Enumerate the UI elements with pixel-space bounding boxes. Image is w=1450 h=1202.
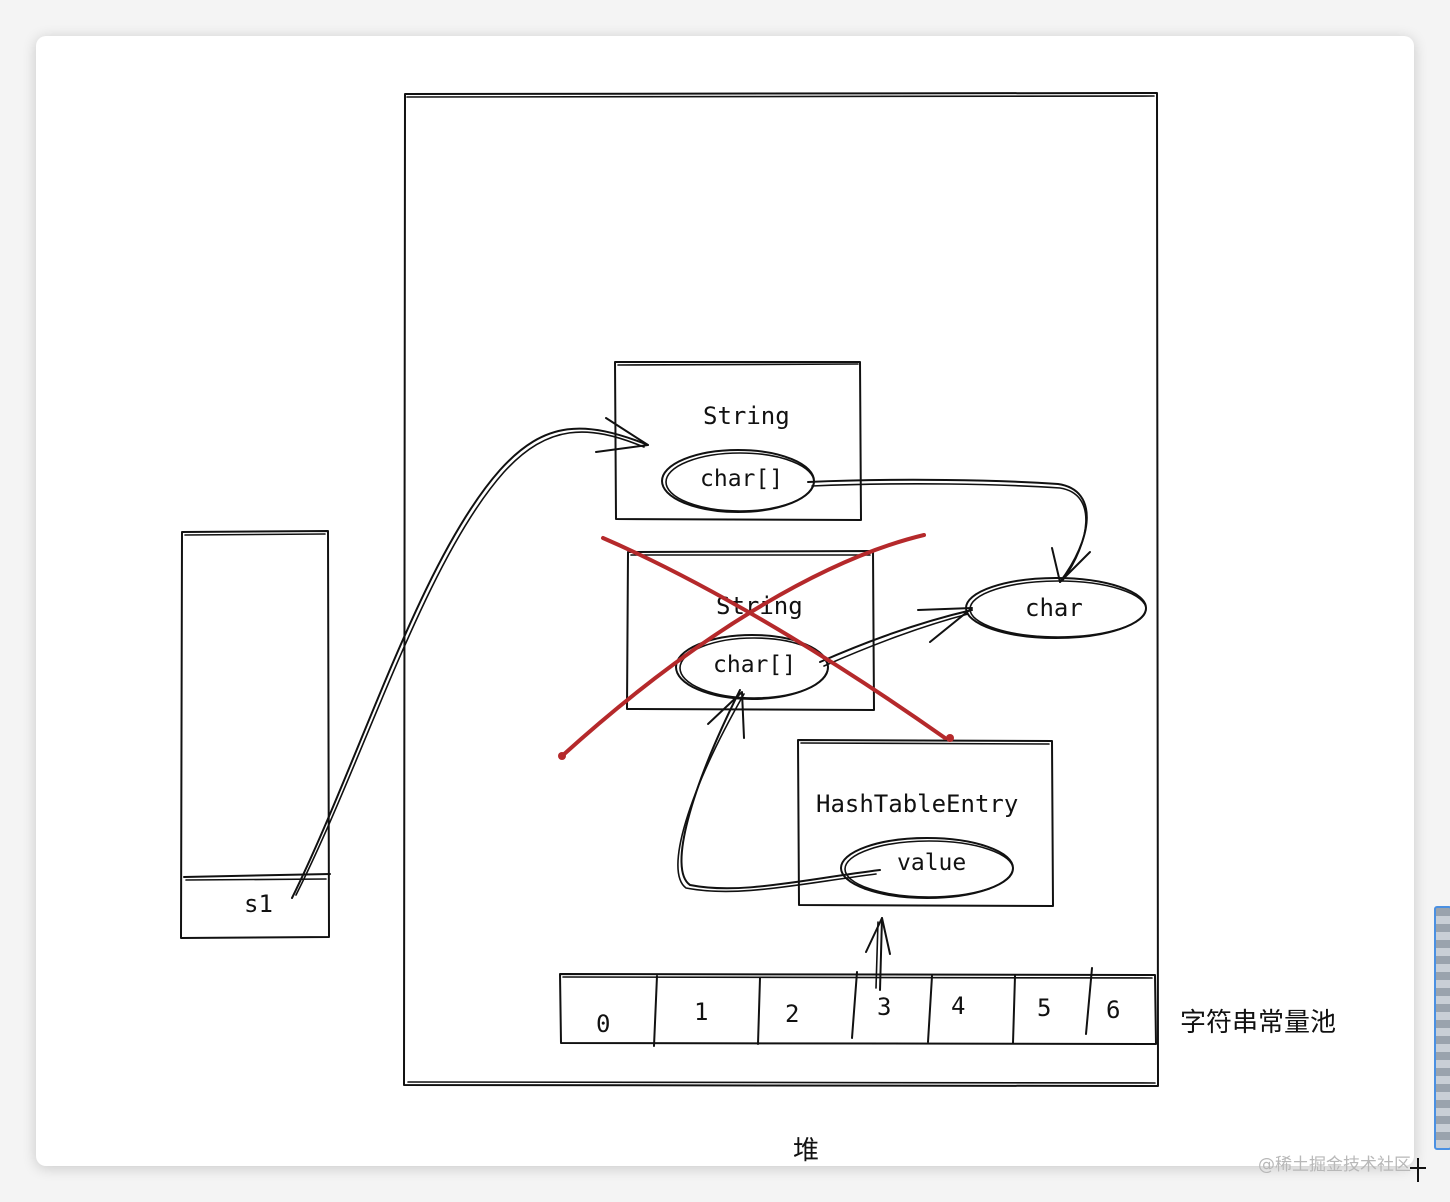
pool-index-4: 4 — [951, 992, 965, 1020]
pool-index-6: 6 — [1106, 996, 1120, 1024]
side-thumbnail-scroller[interactable] — [1434, 906, 1450, 1150]
pool-index-5: 5 — [1037, 994, 1051, 1022]
heap-label: 堆 — [793, 1136, 819, 1166]
watermark: @稀土掘金技术社区 — [1258, 1155, 1411, 1175]
arrow-s1-to-string — [291, 417, 649, 899]
char-node-label: char — [1025, 594, 1083, 622]
arrow-chararray1-to-char — [807, 478, 1091, 583]
pool-index-2: 2 — [785, 1000, 799, 1028]
pool-index-3: 3 — [877, 993, 891, 1021]
string-1-field: char[] — [700, 466, 783, 492]
arrow-pool-to-entry — [865, 917, 891, 991]
pool-index-0: 0 — [596, 1010, 610, 1038]
string-pool-label: 字符串常量池 — [1180, 1008, 1336, 1038]
crosshair-cursor-icon — [1410, 1158, 1426, 1182]
pool-index-1: 1 — [694, 998, 708, 1026]
hash-entry-field: value — [897, 850, 966, 876]
string-pool-array — [559, 967, 1157, 1047]
stack-frame — [180, 530, 331, 939]
arrow-chararray2-to-char — [819, 607, 973, 667]
hash-table-entry — [797, 739, 1054, 907]
hash-entry-title: HashTableEntry — [816, 790, 1018, 818]
string-object-1 — [614, 361, 862, 521]
string-2-field: char[] — [713, 652, 796, 678]
string-1-title: String — [703, 402, 790, 430]
heap-box — [403, 92, 1159, 1087]
arrow-value-to-chararray2 — [677, 689, 881, 893]
cross-out-mark — [558, 533, 954, 760]
stack-slot-s1: s1 — [244, 890, 273, 918]
string-object-2 — [626, 550, 875, 711]
